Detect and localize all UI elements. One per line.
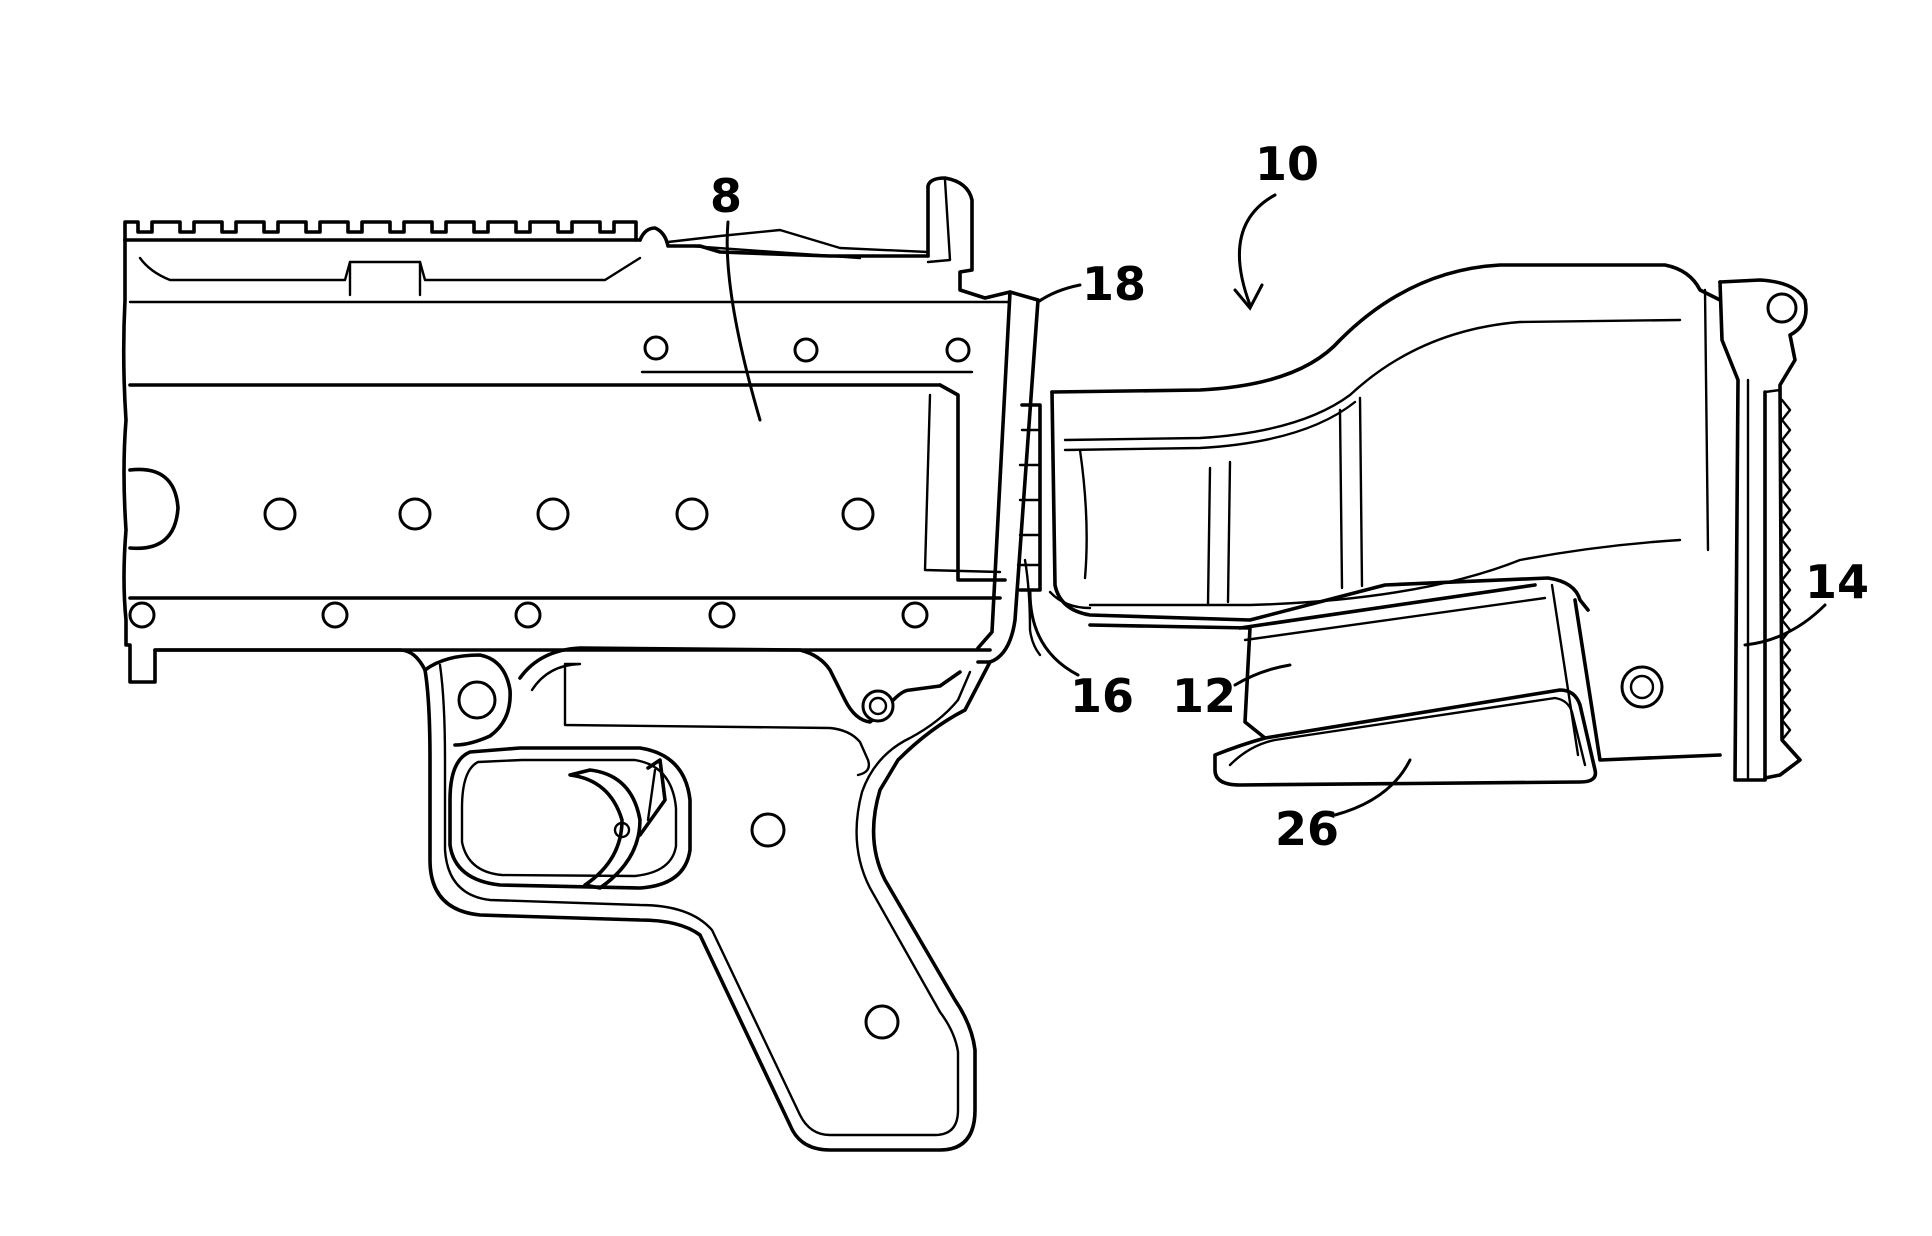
rivet [947, 339, 969, 361]
label-8: 8 [710, 169, 742, 223]
rear-pin [863, 691, 893, 721]
label-12: 12 [1172, 669, 1236, 723]
rivet [265, 499, 295, 529]
rivet [795, 339, 817, 361]
rivet [645, 337, 667, 359]
rivet [400, 499, 430, 529]
grip-screw [752, 814, 784, 846]
rivet [130, 603, 154, 627]
leader-18 [1038, 285, 1080, 302]
label-14: 14 [1805, 555, 1869, 609]
label-10: 10 [1255, 137, 1319, 191]
label-18: 18 [1082, 257, 1146, 311]
butt-plate [1720, 280, 1806, 778]
stock-body [1052, 265, 1720, 392]
grip-outline [425, 662, 990, 1150]
top-rail [125, 222, 636, 240]
sling-loop [1768, 294, 1796, 322]
grip-screw [866, 1006, 898, 1038]
leader-10 [1239, 195, 1275, 305]
reference-labels: 8 10 18 16 12 14 26 [710, 137, 1869, 856]
grip-pin [459, 682, 495, 718]
butt-stock [1050, 265, 1806, 785]
receiver-body [124, 240, 425, 682]
rivet [323, 603, 347, 627]
rivet [516, 603, 540, 627]
rivet [538, 499, 568, 529]
trigger-housing [425, 648, 990, 1150]
rear-sight [928, 178, 1038, 300]
rivet [903, 603, 927, 627]
leader-12 [1235, 665, 1290, 685]
rivet [677, 499, 707, 529]
rivet [710, 603, 734, 627]
label-26: 26 [1275, 802, 1339, 856]
stock-screw [1622, 667, 1662, 707]
port-hole [130, 469, 178, 548]
leader-26 [1335, 760, 1410, 815]
receiver [124, 178, 1038, 682]
rivet [843, 499, 873, 529]
label-16: 16 [1070, 669, 1134, 723]
